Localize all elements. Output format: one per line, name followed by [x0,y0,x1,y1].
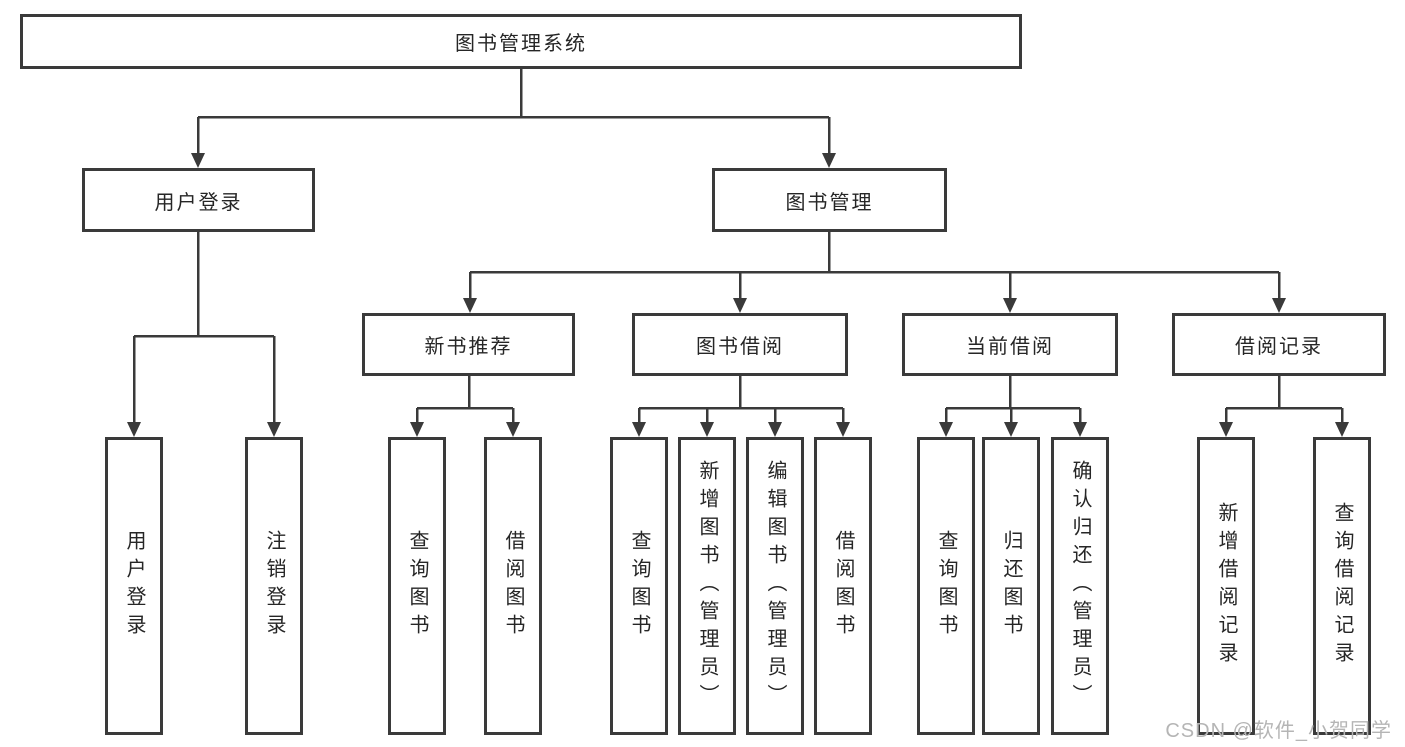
leaf-edit-book-admin: 编辑图书（管理员） [746,437,804,735]
node-label: 新增图书（管理员） [696,460,718,712]
node-label: 借阅图书 [832,530,854,642]
node-label: 图书管理系统 [455,33,587,55]
node-new-book-recommend: 新书推荐 [362,313,575,376]
leaf-return-book: 归还图书 [982,437,1040,735]
node-label: 查询图书 [406,530,428,642]
node-library-management-system: 图书管理系统 [20,14,1022,69]
node-label: 查询借阅记录 [1331,502,1353,670]
node-borrow-records: 借阅记录 [1172,313,1386,376]
node-label: 新书推荐 [424,336,513,358]
leaf-borrow-book-recommend: 借阅图书 [484,437,542,735]
leaf-logout: 注销登录 [245,437,303,735]
watermark: CSDN @软件_小贺同学 [1165,720,1392,742]
leaf-add-borrow-record: 新增借阅记录 [1197,437,1255,735]
node-label: 确认归还（管理员） [1069,460,1091,712]
leaf-borrow-book: 借阅图书 [814,437,872,735]
node-label: 编辑图书（管理员） [764,460,786,712]
leaf-query-book-borrow: 查询图书 [610,437,668,735]
node-label: 新增借阅记录 [1215,502,1237,670]
node-book-borrow: 图书借阅 [632,313,848,376]
node-user-login: 用户登录 [82,168,315,232]
node-label: 借阅记录 [1235,336,1323,358]
node-label: 图书管理 [785,191,874,214]
leaf-query-borrow-record: 查询借阅记录 [1313,437,1371,735]
node-label: 借阅图书 [502,530,524,642]
node-label: 用户登录 [154,191,243,214]
node-label: 查询图书 [628,530,650,642]
node-book-management: 图书管理 [712,168,947,232]
node-label: 注销登录 [263,530,285,642]
leaf-query-book-recommend: 查询图书 [388,437,446,735]
leaf-add-book-admin: 新增图书（管理员） [678,437,736,735]
node-label: 查询图书 [935,530,957,642]
leaf-query-book-current: 查询图书 [917,437,975,735]
node-current-borrow: 当前借阅 [902,313,1118,376]
node-label: 图书借阅 [696,336,784,358]
leaf-confirm-return-admin: 确认归还（管理员） [1051,437,1109,735]
node-label: 用户登录 [123,530,145,642]
leaf-user-login: 用户登录 [105,437,163,735]
node-label: 归还图书 [1000,530,1022,642]
node-label: 当前借阅 [966,336,1054,358]
